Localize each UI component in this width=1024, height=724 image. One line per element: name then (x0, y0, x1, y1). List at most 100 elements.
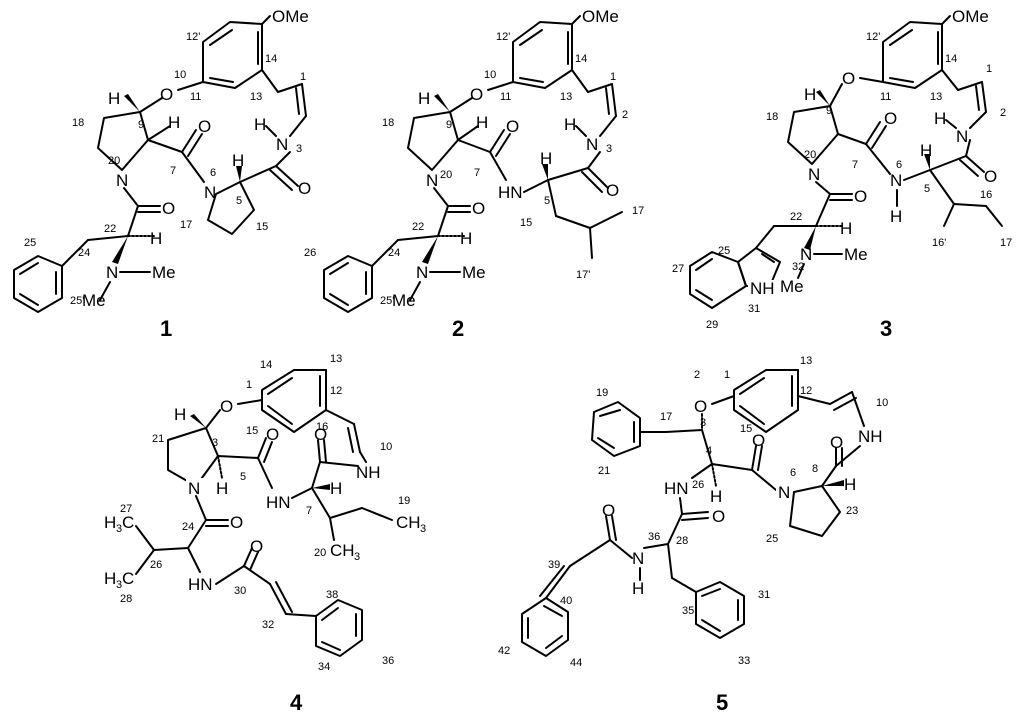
svg-text:18: 18 (382, 117, 394, 129)
svg-text:7: 7 (852, 159, 858, 171)
c1-n6: N (204, 183, 216, 202)
svg-text:13: 13 (560, 91, 572, 103)
c4-cinnamoyl-phenyl (315, 599, 363, 657)
svg-text:N: N (586, 135, 598, 154)
svg-text:O: O (220, 397, 233, 416)
svg-text:O: O (314, 425, 327, 444)
svg-text:H: H (104, 569, 116, 588)
svg-text:H: H (564, 115, 576, 134)
svg-text:32: 32 (792, 261, 804, 273)
svg-text:11: 11 (190, 91, 201, 103)
svg-text:16: 16 (980, 189, 992, 201)
svg-text:HN: HN (188, 575, 213, 594)
svg-text:3: 3 (116, 579, 122, 591)
compound-5: 13 2 1 12 15 O 3 10 NH O 8 17 19 21 H 4 … (498, 355, 888, 715)
c1-pyrrolidine-b (207, 181, 255, 235)
svg-text:17: 17 (632, 205, 644, 217)
c5-cinnamoyl-phenyl (521, 597, 569, 657)
svg-text:O: O (472, 199, 485, 218)
svg-text:1: 1 (246, 379, 252, 391)
svg-text:14: 14 (945, 53, 957, 65)
svg-text:12': 12' (866, 31, 880, 43)
svg-text:H: H (150, 229, 162, 248)
svg-text:H: H (710, 487, 722, 506)
svg-text:O: O (884, 109, 897, 128)
svg-text:29: 29 (706, 319, 718, 331)
svg-text:13: 13 (800, 355, 812, 367)
svg-text:3: 3 (420, 523, 426, 535)
svg-text:35: 35 (682, 605, 694, 617)
svg-text:5: 5 (924, 183, 930, 195)
svg-text:H: H (418, 89, 430, 108)
svg-text:39: 39 (548, 559, 560, 571)
svg-text:24: 24 (182, 521, 194, 533)
svg-text:26: 26 (692, 479, 704, 491)
svg-text:34: 34 (318, 661, 330, 673)
svg-text:24: 24 (388, 247, 400, 259)
svg-text:H: H (476, 113, 488, 132)
c5-phenyl-a (591, 401, 641, 457)
svg-text:19: 19 (398, 495, 410, 507)
svg-text:H: H (804, 85, 816, 104)
svg-text:3: 3 (354, 551, 360, 563)
svg-text:Me: Me (462, 263, 486, 282)
svg-text:6: 6 (210, 167, 216, 179)
c1-ome: OMe (272, 7, 309, 26)
svg-text:12': 12' (186, 31, 200, 43)
svg-text:1: 1 (610, 71, 616, 83)
c5-phenyl-b (695, 581, 745, 639)
compound-4: 14 13 1 12 15 16 O NH 10 H 3 21 N H O 5 … (104, 353, 426, 715)
svg-text:36: 36 (382, 655, 394, 667)
svg-text:H: H (232, 151, 244, 170)
svg-text:25': 25' (70, 295, 84, 307)
svg-text:9: 9 (826, 105, 832, 117)
svg-text:Me: Me (780, 277, 804, 296)
svg-text:22: 22 (104, 223, 116, 235)
svg-text:2: 2 (1000, 107, 1006, 119)
svg-text:18: 18 (72, 117, 84, 129)
svg-text:44: 44 (570, 657, 582, 669)
svg-text:1: 1 (724, 369, 730, 381)
svg-text:3: 3 (700, 417, 706, 429)
svg-text:1: 1 (986, 63, 992, 75)
svg-text:9: 9 (446, 119, 452, 131)
svg-text:NH: NH (356, 463, 381, 482)
svg-text:2: 2 (694, 369, 700, 381)
c3-pyrrolidine (787, 105, 839, 165)
compound-5-label: 5 (716, 690, 728, 715)
compound-4-label: 4 (290, 690, 303, 715)
svg-text:15: 15 (256, 221, 268, 233)
svg-text:21: 21 (598, 465, 610, 477)
c3-indole-benzo (689, 251, 747, 309)
svg-text:N: N (800, 245, 812, 264)
svg-text:18: 18 (766, 111, 778, 123)
svg-text:C: C (122, 513, 134, 532)
svg-text:OMe: OMe (582, 7, 619, 26)
compound-2: OMe 12' 14 10 11 13 O 1 2 H N 3 H H 9 18… (304, 7, 644, 341)
svg-text:14: 14 (260, 359, 272, 371)
svg-text:N: N (426, 171, 438, 190)
svg-text:9: 9 (138, 119, 144, 131)
c5-aryl-ring (733, 369, 799, 433)
svg-text:Me: Me (152, 263, 176, 282)
svg-text:H: H (920, 141, 932, 160)
svg-text:27: 27 (672, 263, 684, 275)
svg-text:C: C (122, 569, 134, 588)
svg-text:32: 32 (262, 619, 274, 631)
svg-text:O: O (602, 501, 615, 520)
c1-n3: N (276, 135, 288, 154)
svg-text:11: 11 (500, 91, 511, 103)
svg-text:O: O (984, 167, 997, 186)
svg-text:12: 12 (330, 385, 342, 397)
svg-text:26: 26 (150, 559, 162, 571)
c1-n20: N (116, 171, 128, 190)
svg-text:20: 20 (314, 547, 326, 559)
c1-pyrrolidine-a (97, 111, 149, 171)
svg-text:H: H (104, 513, 116, 532)
svg-text:O: O (298, 179, 311, 198)
svg-text:6: 6 (896, 159, 902, 171)
svg-text:15: 15 (740, 423, 752, 435)
svg-text:CH: CH (396, 513, 421, 532)
